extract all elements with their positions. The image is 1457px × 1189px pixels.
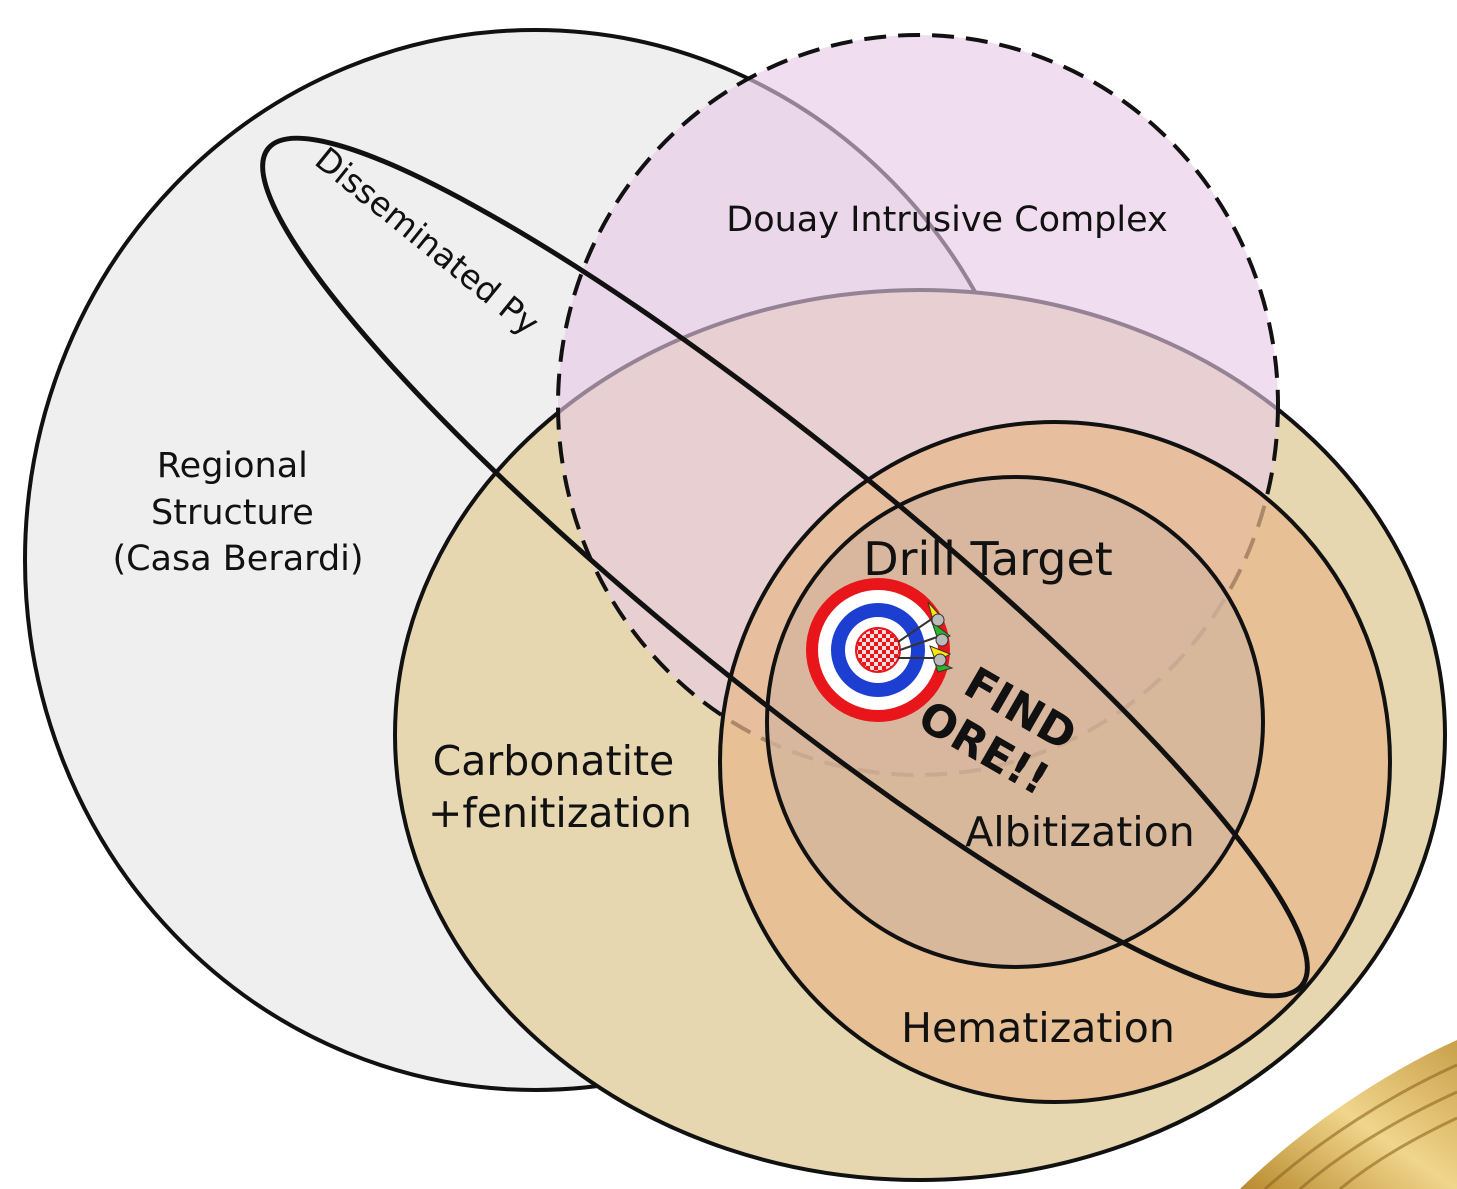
bullseye-with-darts-icon bbox=[806, 578, 954, 722]
gold-swoosh-decoration bbox=[1240, 1040, 1457, 1189]
carbonatite-label: Carbonatite +fenitization bbox=[428, 737, 692, 837]
drill-target-label: Drill Target bbox=[863, 532, 1113, 586]
douay-intrusive-label: Douay Intrusive Complex bbox=[726, 200, 1167, 240]
albitization-label: Albitization bbox=[965, 808, 1195, 856]
regional-structure-label: Regional Structure (Casa Berardi) bbox=[112, 446, 363, 579]
disseminated-py-region bbox=[260, 135, 1310, 999]
hematization-label: Hematization bbox=[901, 1004, 1175, 1052]
